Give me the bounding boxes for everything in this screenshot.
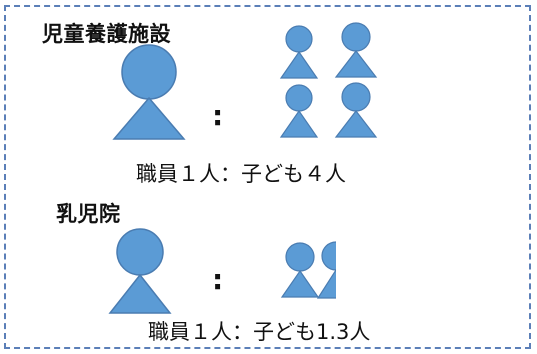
- section-title-infant-home: 乳児院: [56, 202, 121, 226]
- child-figure-1a: [277, 25, 321, 81]
- child-figure-2-partial: [314, 241, 338, 301]
- section-title-children-home: 児童養護施設: [42, 22, 171, 46]
- staff-figure-1: [110, 42, 188, 142]
- child-figure-1b: [332, 22, 380, 80]
- child-figure-1d: [332, 82, 380, 140]
- child-figure-1c: [277, 84, 321, 140]
- staff-child-ratio-2: 職員１人：子ども1.3人: [148, 320, 371, 344]
- staff-figure-2: [106, 226, 174, 316]
- ratio-colon-1: :: [212, 99, 224, 132]
- child-figure-2-full: [278, 242, 322, 300]
- diagram-frame: [4, 5, 531, 349]
- ratio-colon-2: :: [212, 263, 224, 296]
- staff-child-ratio-1: 職員１人：子ども４人: [136, 162, 346, 186]
